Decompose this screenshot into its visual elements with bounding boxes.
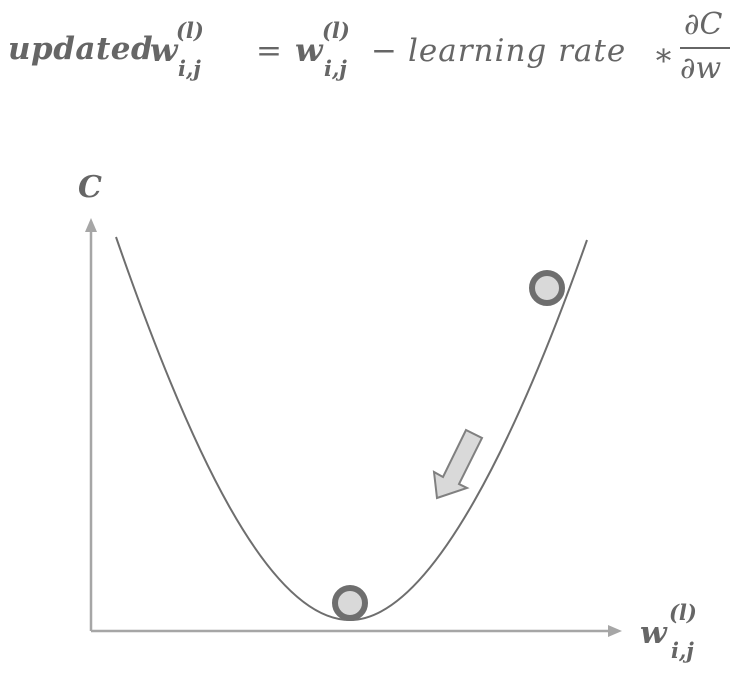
y-axis-label: C xyxy=(78,170,102,205)
equation-learning-rate: learning rate xyxy=(408,33,627,69)
equation-minus: − xyxy=(371,33,397,69)
y-axis-arrowhead xyxy=(85,218,97,232)
equation-rhs-weight: w xyxy=(295,31,323,69)
equation-fraction-denominator: ∂w xyxy=(680,51,722,86)
descent-direction-arrow xyxy=(432,428,484,500)
equation-updated-word: updated xyxy=(8,31,154,67)
equation-equals: = xyxy=(256,33,282,69)
minimum-ball xyxy=(332,585,368,621)
x-axis-superscript: (l) xyxy=(669,600,697,625)
x-axis-arrowhead xyxy=(608,625,622,637)
x-axis-subscript: i,j xyxy=(671,638,694,663)
equation-rhs-superscript: (l) xyxy=(322,18,350,43)
equation-lhs-superscript: (l) xyxy=(176,18,204,43)
x-axis-weight-label: w xyxy=(640,615,667,651)
equation-fraction-numerator: ∂C xyxy=(684,7,723,42)
gradient-descent-equation: updated w (l) i,j = w (l) i,j − learning… xyxy=(8,7,730,95)
equation-lhs-weight: w xyxy=(150,31,178,69)
equation-multiply: ∗ xyxy=(653,37,675,73)
equation-lhs-subscript: i,j xyxy=(178,56,201,81)
equation-fraction-bar xyxy=(680,47,730,49)
cost-curve xyxy=(115,236,588,622)
starting-ball xyxy=(529,270,565,306)
equation-rhs-subscript: i,j xyxy=(324,56,347,81)
